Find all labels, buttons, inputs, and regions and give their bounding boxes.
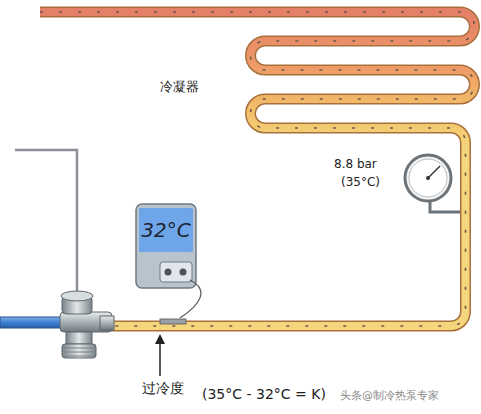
pressure-value: 8.8 bar: [334, 157, 377, 171]
pointer-arrow: [155, 334, 165, 376]
thermometer: [136, 204, 201, 324]
term-label: 过冷度: [142, 380, 184, 398]
outlet-pipe: [0, 317, 64, 328]
flow-marks: [40, 12, 474, 326]
condenser-pipe: [40, 12, 474, 326]
formula: (35°C - 32°C = K): [202, 386, 326, 402]
part-name: 冷凝器: [160, 78, 199, 96]
capillary-line: [15, 150, 77, 312]
thermometer-display: 32°C: [139, 208, 193, 252]
pressure-gauge: [405, 155, 460, 212]
display-reading: 32°C: [141, 218, 190, 242]
expansion-valve: [60, 291, 114, 358]
condenser-pipe-outline: [40, 12, 474, 326]
watermark: 头条@制冷热泵专家: [338, 388, 441, 403]
temperature-value: (35°C): [341, 175, 380, 189]
